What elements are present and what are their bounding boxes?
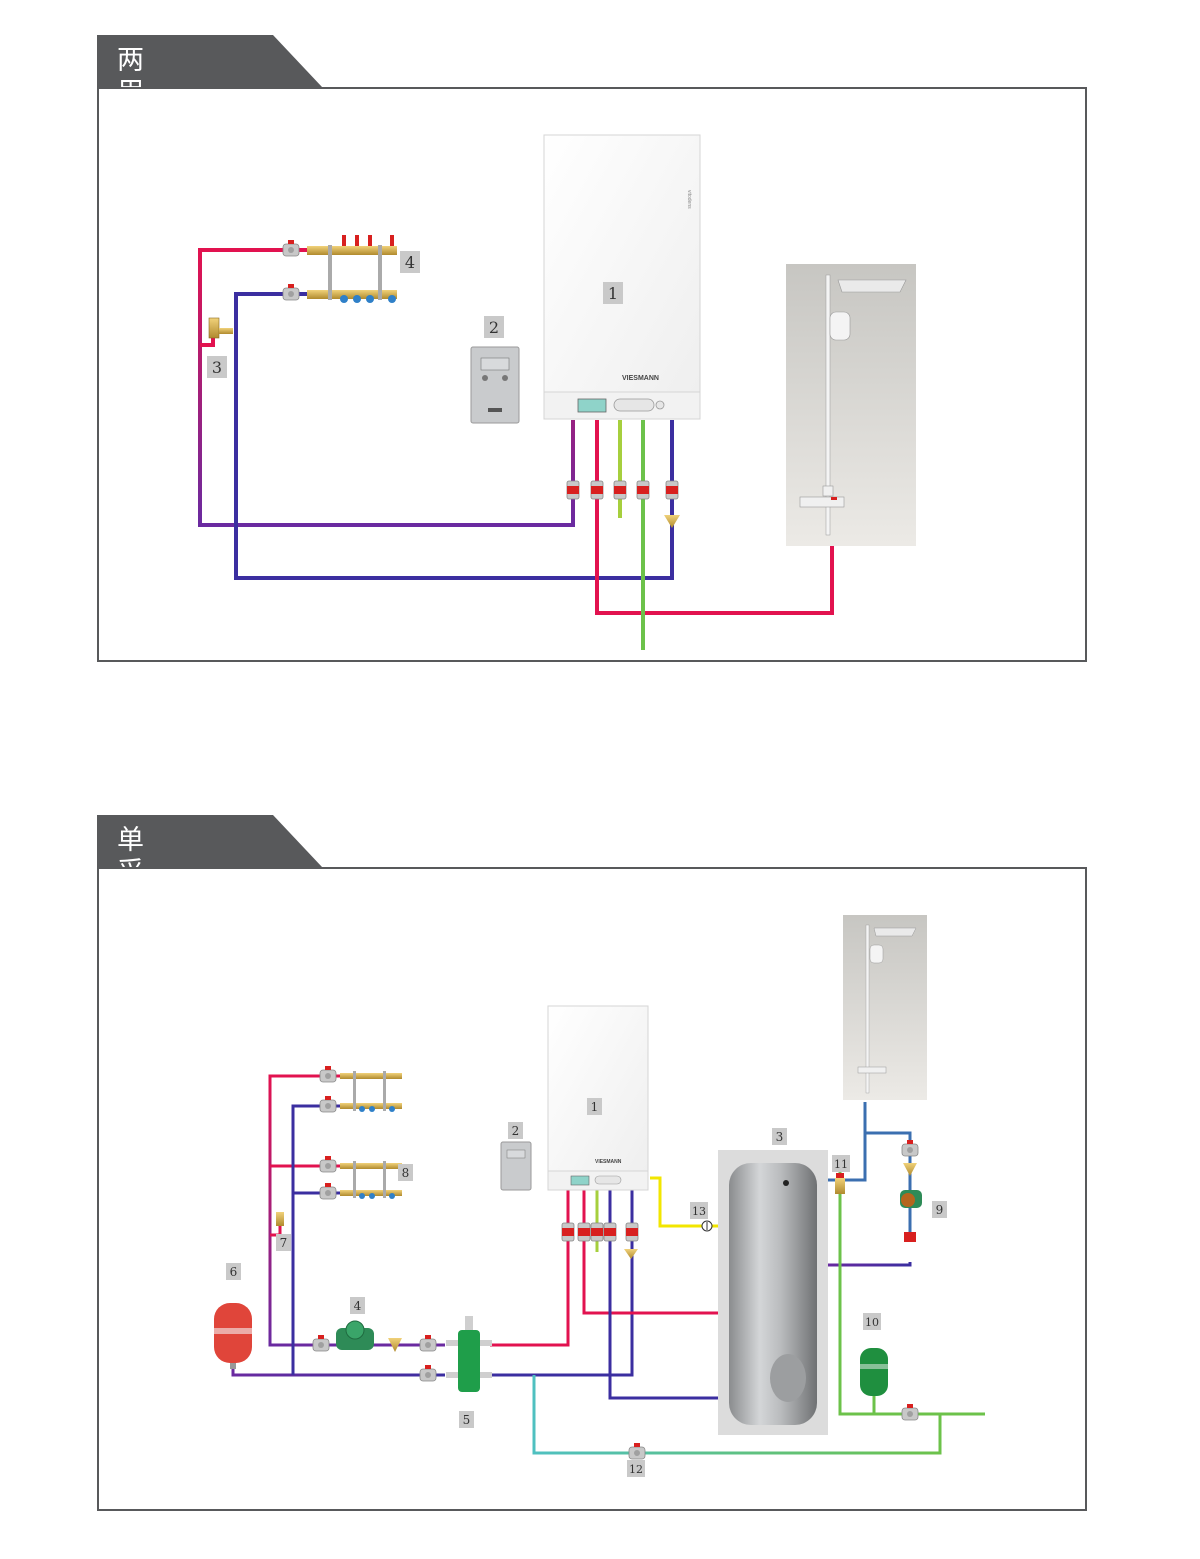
section-title: 两用炉系统 (117, 45, 145, 204)
valve-icon (901, 1403, 919, 1421)
label-3: 3 (772, 1128, 787, 1145)
boiler-valves (566, 480, 680, 528)
svg-text:vitodens: vitodens (686, 190, 692, 209)
bypass-valve-icon (276, 1212, 284, 1226)
svg-text:8: 8 (402, 1166, 410, 1180)
label-11: 11 (832, 1155, 850, 1172)
svg-text:1: 1 (608, 284, 618, 303)
label-12: 12 (627, 1460, 645, 1477)
svg-text:6: 6 (230, 1265, 238, 1279)
boiler-icon: VIESMANN (547, 1005, 649, 1191)
pump-icon (312, 1320, 402, 1352)
label-10: 10 (863, 1313, 881, 1330)
pump-icon (900, 1139, 922, 1242)
section1-diagram: VIESMANN vitodens 1 2 (198, 134, 916, 650)
svg-text:13: 13 (692, 1205, 706, 1218)
svg-text:3: 3 (776, 1130, 784, 1144)
svg-text:4: 4 (354, 1299, 362, 1313)
valve-icon (628, 1442, 646, 1460)
svg-text:10: 10 (865, 1316, 879, 1329)
manifold-icon (319, 1155, 402, 1200)
svg-text:5: 5 (463, 1413, 471, 1427)
label-8: 8 (398, 1164, 413, 1181)
valve-icon (419, 1364, 437, 1382)
tab-shape (97, 35, 322, 87)
hydraulic-separator-icon (446, 1316, 492, 1392)
label-13: 13 (690, 1202, 708, 1219)
svg-text:2: 2 (489, 318, 499, 337)
expansion-tank-icon (214, 1303, 252, 1369)
diagram-frame-heating-only (97, 867, 1087, 1511)
sensor-icon (701, 1220, 713, 1232)
pipes-section1 (198, 248, 834, 650)
thermostat-icon (500, 1141, 532, 1191)
safety-valve-icon (835, 1173, 845, 1194)
manifold-icon (282, 235, 397, 303)
boiler-icon: VIESMANN vitodens (543, 134, 701, 420)
expansion-tank-icon (860, 1348, 888, 1396)
svg-text:9: 9 (936, 1203, 944, 1217)
boiler-brand: VIESMANN (595, 1159, 622, 1165)
svg-text:4: 4 (405, 253, 415, 272)
label-6: 6 (226, 1263, 241, 1280)
diagram-frame-dual-boiler (97, 87, 1087, 662)
label-9: 9 (932, 1201, 947, 1218)
label-1: 1 (603, 282, 623, 304)
label-2: 2 (508, 1122, 523, 1139)
dhw-hot-pipe (595, 420, 834, 615)
shower-icon (786, 264, 916, 546)
section2-diagram: VIESMANN 1 2 (214, 915, 985, 1477)
label-1: 1 (587, 1098, 602, 1115)
svg-text:11: 11 (834, 1158, 848, 1171)
svg-text:7: 7 (280, 1236, 288, 1250)
boiler-display (577, 398, 607, 413)
boiler-brand: VIESMANN (622, 375, 659, 382)
section-title: 单采暖系统 (117, 825, 145, 984)
storage-tank-icon (718, 1150, 828, 1435)
label-7: 7 (276, 1234, 291, 1251)
manifold-icon (319, 1065, 402, 1113)
label-3: 3 (207, 356, 227, 378)
boiler-controls (613, 398, 655, 412)
svg-text:12: 12 (629, 1463, 643, 1476)
filter-icon (664, 515, 680, 528)
valve-icon (419, 1334, 437, 1352)
svg-text:2: 2 (512, 1124, 520, 1138)
svg-text:1: 1 (591, 1100, 599, 1114)
tab-shape (97, 815, 322, 867)
shower-icon (843, 915, 927, 1100)
label-4: 4 (400, 251, 420, 273)
svg-text:3: 3 (212, 358, 222, 377)
thermostat-icon (470, 346, 520, 424)
bypass-valve-icon (208, 317, 233, 339)
boiler-valves (561, 1222, 639, 1259)
label-4: 4 (350, 1297, 365, 1314)
label-5: 5 (459, 1411, 474, 1428)
label-2: 2 (484, 316, 504, 338)
